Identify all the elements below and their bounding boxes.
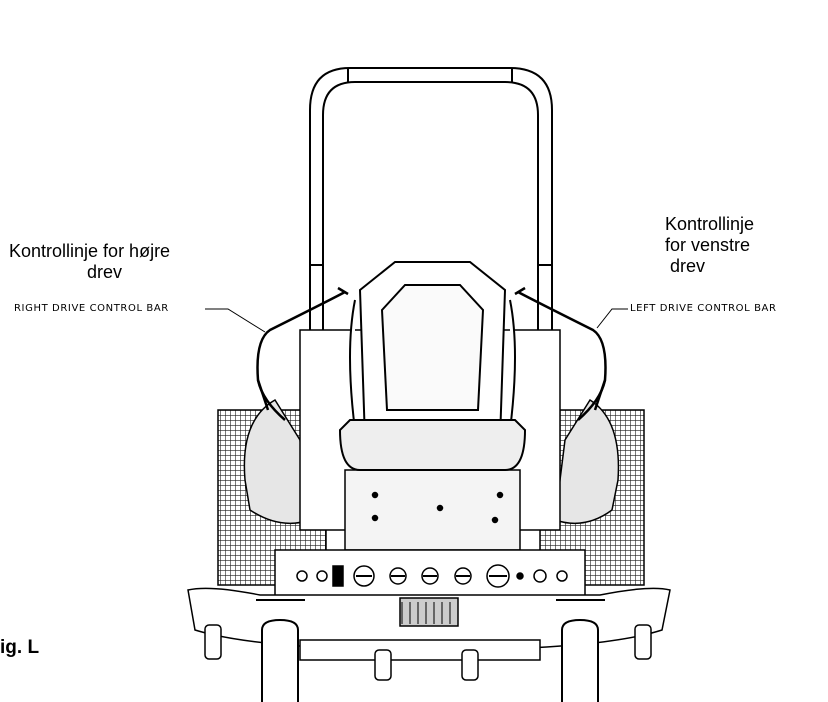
right-drive-label-danish: Kontrollinje for højre drev	[9, 241, 170, 283]
figure-label: ig. L	[0, 637, 40, 658]
left-drive-label-line1: Kontrollinje	[665, 214, 755, 234]
mower-deck	[187, 587, 671, 661]
left-drive-control-bar	[514, 286, 607, 421]
leader-lines	[205, 308, 628, 333]
left-fender	[554, 398, 620, 525]
right-drive-label-english: RIGHT DRIVE CONTROL BAR	[14, 303, 169, 314]
drive-tires	[256, 599, 605, 702]
left-drive-label-danish: Kontrollinje for venstre drev	[665, 214, 754, 277]
roll-bar	[309, 67, 553, 340]
right-drive-label-line1: Kontrollinje for højre	[9, 241, 171, 261]
left-drive-label-line2: for venstre	[665, 235, 751, 255]
left-drive-label-line3: drev	[670, 256, 706, 276]
caster-wheels	[204, 624, 652, 681]
right-drive-label-line2: drev	[87, 262, 123, 282]
seat	[338, 261, 527, 471]
front-control-panel	[274, 549, 586, 599]
left-drive-label-english: LEFT DRIVE CONTROL BAR	[630, 303, 777, 314]
right-drive-control-bar	[256, 286, 349, 421]
